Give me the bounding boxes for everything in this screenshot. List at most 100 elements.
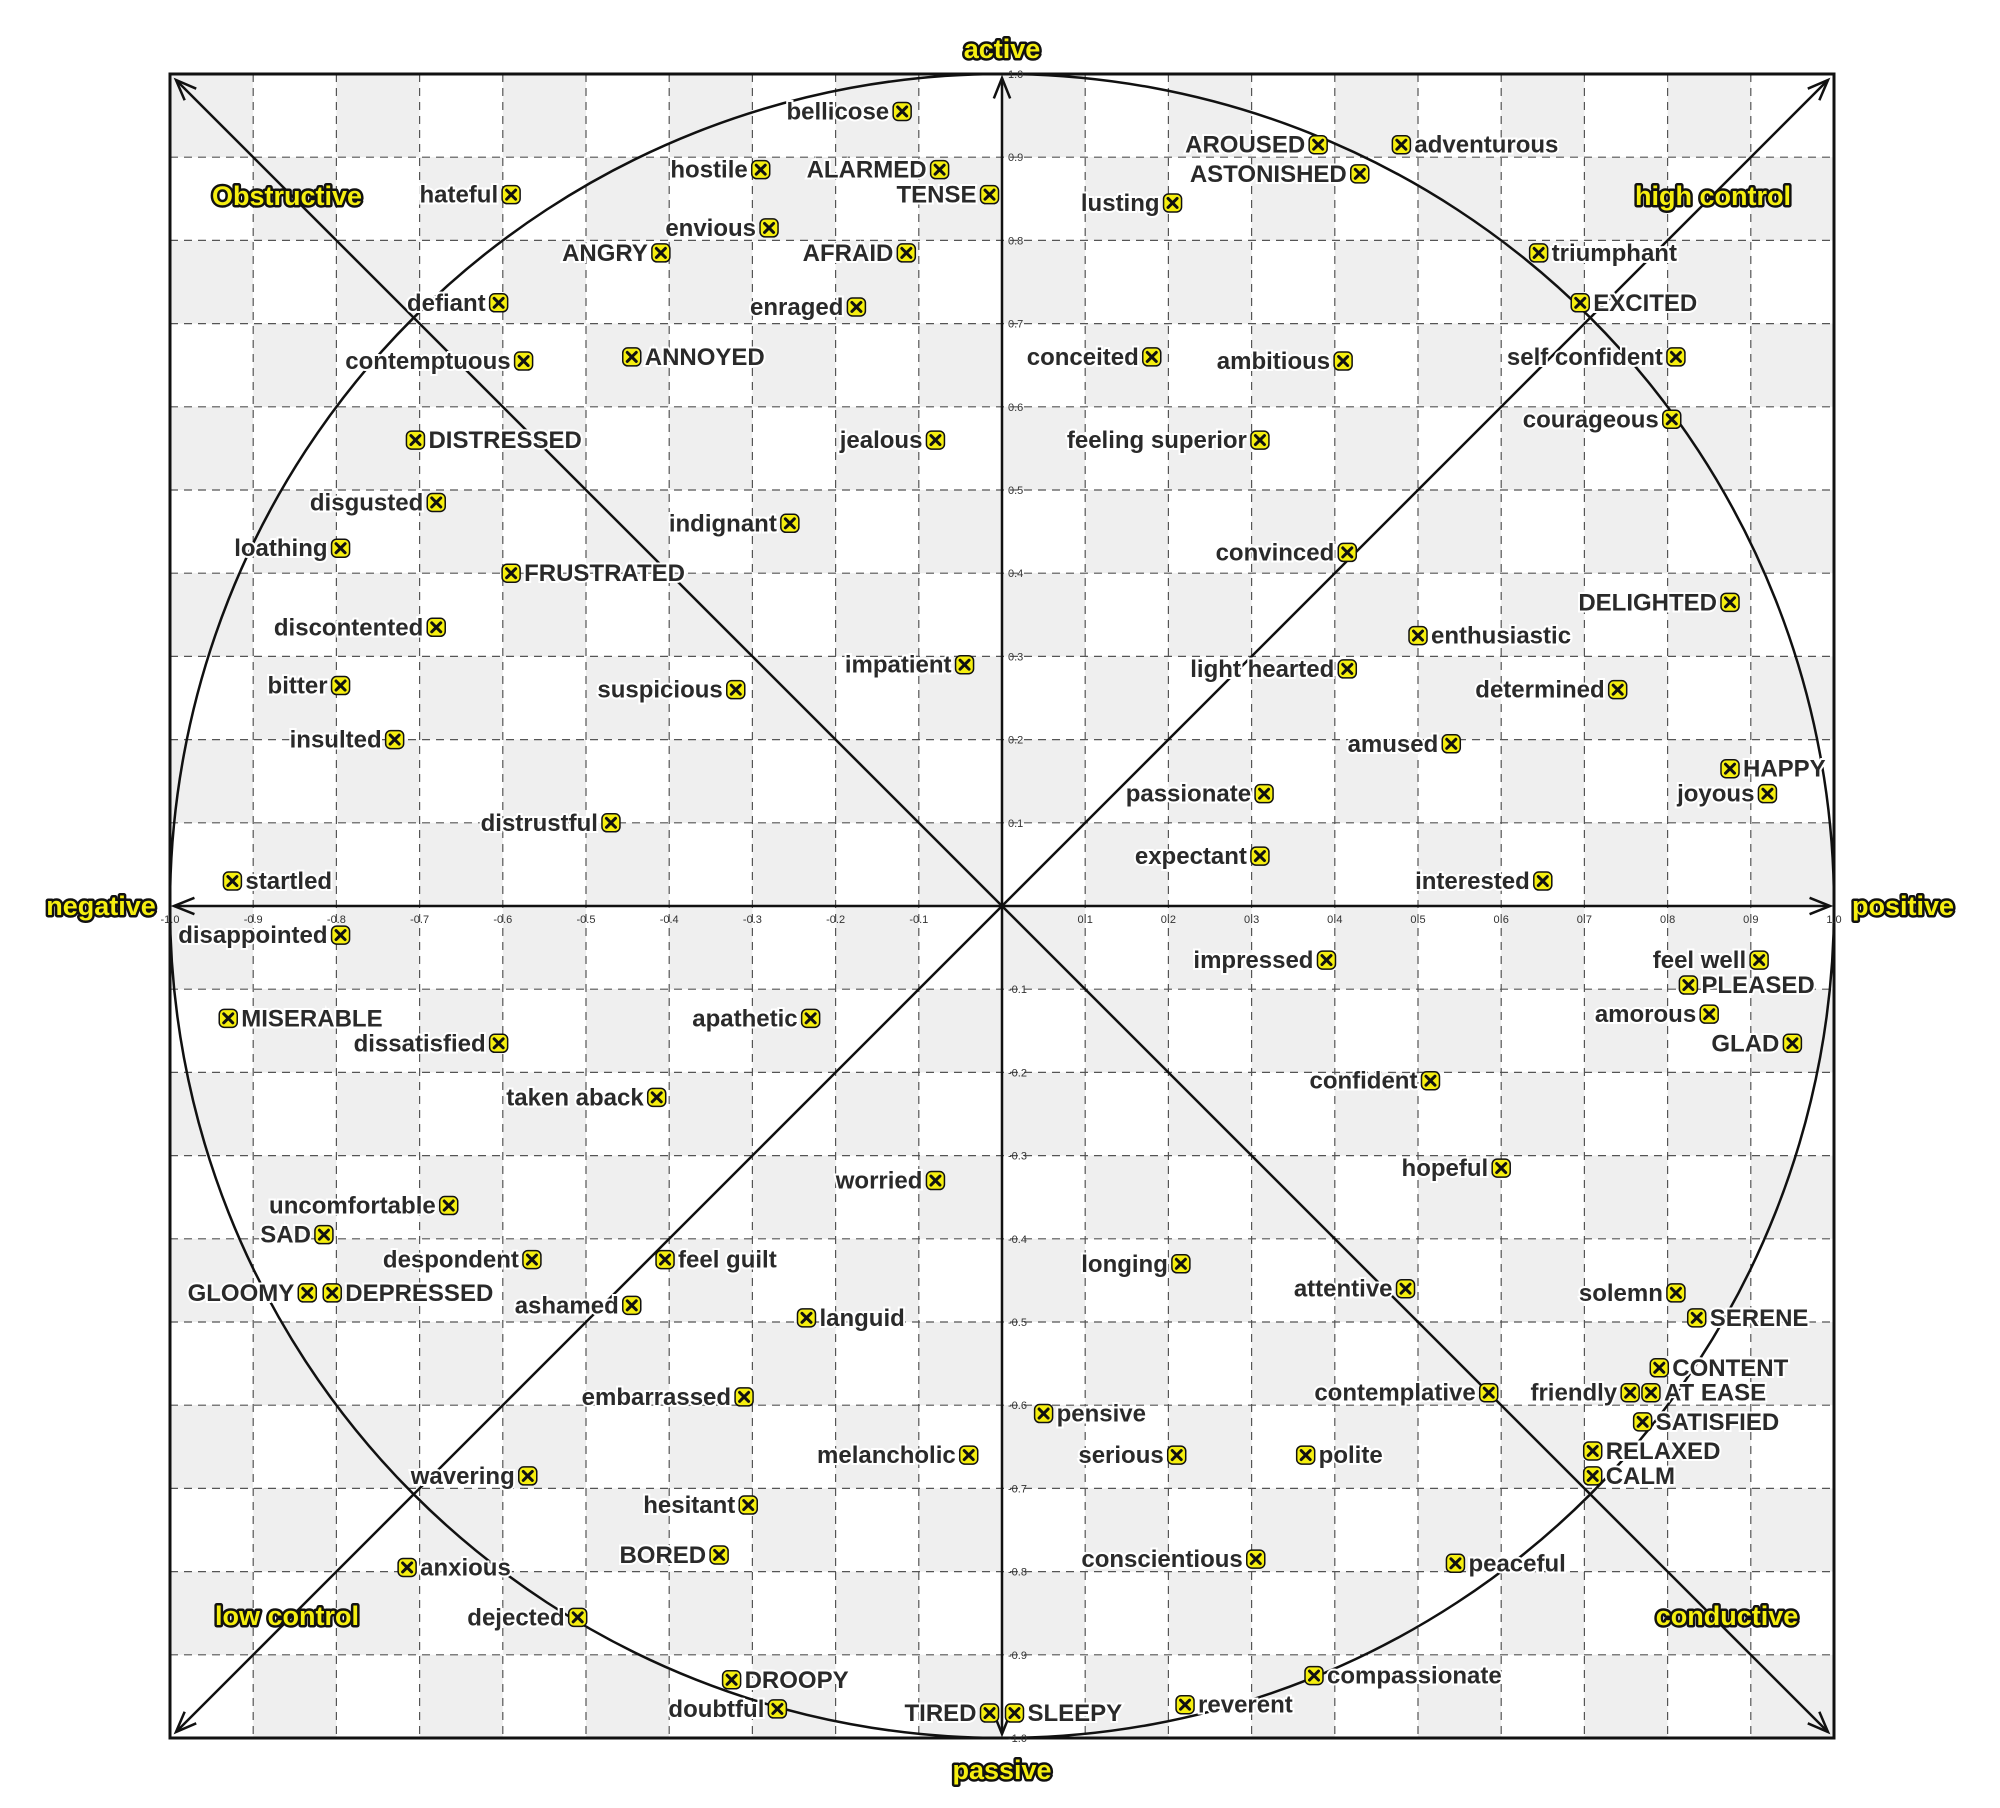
checker-cell xyxy=(253,1488,337,1572)
checker-cell xyxy=(1168,74,1252,158)
point-label: anxious xyxy=(420,1554,511,1581)
point-label: apathetic xyxy=(692,1005,797,1032)
point-x-mark xyxy=(1690,1311,1703,1324)
point-x-mark xyxy=(1574,296,1587,309)
diagonal-obstructive-arrowhead xyxy=(173,77,197,101)
checker-cell xyxy=(419,157,503,241)
point-x-mark xyxy=(1320,954,1333,967)
point-label: suspicious xyxy=(597,677,722,704)
emotion-point: DROOPY xyxy=(721,1665,851,1696)
axis-label-high-control: high control xyxy=(1635,181,1791,211)
point-x-mark xyxy=(301,1286,314,1299)
y-tick-label: 0.7 xyxy=(1008,319,1023,331)
point-label: impressed xyxy=(1193,947,1313,974)
checker-cell xyxy=(253,323,337,407)
checker-cell xyxy=(336,74,420,158)
checker-cell xyxy=(336,1571,420,1655)
checker-cell xyxy=(502,739,586,823)
checker-cell xyxy=(1418,822,1502,906)
point-label: enthusiastic xyxy=(1431,623,1571,650)
emotion-point: suspicious xyxy=(595,675,746,706)
point-x-mark xyxy=(517,355,530,368)
emotion-point: polite xyxy=(1295,1440,1385,1471)
point-label: feeling superior xyxy=(1067,427,1247,454)
checker-cell xyxy=(1501,74,1585,158)
checker-cell xyxy=(1002,406,1086,490)
axis-label-positive: positive xyxy=(1852,891,1954,921)
y-tick-label: 0.3 xyxy=(1008,651,1023,663)
checker-cell xyxy=(336,1405,420,1489)
point-label: solemn xyxy=(1579,1280,1663,1307)
checker-cell xyxy=(1750,656,1834,740)
checker-cell xyxy=(918,323,1002,407)
emotion-point: ashamed xyxy=(513,1290,642,1321)
point-x-mark xyxy=(521,1469,534,1482)
point-x-mark xyxy=(505,188,518,201)
emotion-point: peaceful xyxy=(1445,1548,1568,1579)
emotion-point: loathing xyxy=(232,533,351,564)
emotion-point: determined xyxy=(1473,675,1628,706)
checker-cell xyxy=(1584,1654,1668,1738)
point-label: discontented xyxy=(274,614,423,641)
y-tick-label: 0.2 xyxy=(1008,735,1023,747)
point-label: CALM xyxy=(1606,1463,1675,1490)
point-x-mark xyxy=(388,733,401,746)
checker-cell xyxy=(1168,739,1252,823)
point-x-mark xyxy=(401,1561,414,1574)
point-label: peaceful xyxy=(1468,1550,1565,1577)
point-label: dissatisfied xyxy=(354,1030,486,1057)
checker-cell xyxy=(1418,323,1502,407)
emotion-point: GLOOMY xyxy=(186,1278,318,1309)
checker-cell xyxy=(419,656,503,740)
point-label: envious xyxy=(665,215,756,242)
checker-cell xyxy=(1667,1405,1751,1489)
point-label: AROUSED xyxy=(1185,132,1305,159)
emotion-point: GLAD xyxy=(1709,1028,1803,1059)
point-x-mark xyxy=(1753,954,1766,967)
point-x-mark xyxy=(1258,787,1271,800)
point-label: convinced xyxy=(1216,539,1335,566)
checker-cell xyxy=(502,1238,586,1322)
point-label: disappointed xyxy=(178,922,327,949)
axis-labels: active passive negative positive Obstruc… xyxy=(44,32,1957,1788)
checker-cell xyxy=(170,906,254,990)
point-label: triumphant xyxy=(1552,240,1677,267)
axis-label-conductive: conductive xyxy=(1656,1601,1799,1631)
y-tick-label: 0.4 xyxy=(1008,568,1023,580)
emotion-point: AROUSED xyxy=(1183,130,1328,161)
y-tick-label: 0.9 xyxy=(1008,152,1023,164)
checker-cell xyxy=(1334,240,1418,324)
y-tick-label: -0.7 xyxy=(1008,1483,1027,1495)
point-x-mark xyxy=(334,679,347,692)
y-tick-label: 0.5 xyxy=(1008,485,1023,497)
x-tick-label: -0.8 xyxy=(327,914,346,926)
checker-cell xyxy=(586,157,670,241)
checker-cell xyxy=(1168,1571,1252,1655)
point-label: indignant xyxy=(669,510,777,537)
point-label: ANNOYED xyxy=(645,344,765,371)
emotion-point: interested xyxy=(1413,866,1553,897)
emotion-point: dissatisfied xyxy=(352,1028,509,1059)
x-tick-label: 0.9 xyxy=(1743,914,1758,926)
point-x-mark xyxy=(1703,1008,1716,1021)
point-x-mark xyxy=(1445,737,1458,750)
point-x-mark xyxy=(929,1174,942,1187)
point-x-mark xyxy=(1253,434,1266,447)
point-label: ambitious xyxy=(1217,348,1330,375)
checker-cell xyxy=(336,1238,420,1322)
checker-cell xyxy=(253,490,337,574)
checker-cell xyxy=(1418,1654,1502,1738)
emotion-point: feeling superior xyxy=(1065,425,1270,456)
checker-cell xyxy=(918,989,1002,1073)
point-label: contemptuous xyxy=(345,348,510,375)
checker-cell xyxy=(1251,1322,1335,1406)
point-x-mark xyxy=(1724,596,1736,609)
point-x-mark xyxy=(1611,683,1624,696)
point-label: impatient xyxy=(845,652,952,679)
point-label: EXCITED xyxy=(1593,290,1697,317)
emotion-point: disgusted xyxy=(308,487,446,518)
x-tick-label: 1.0 xyxy=(1826,914,1841,926)
point-x-mark xyxy=(713,1548,726,1561)
point-x-mark xyxy=(729,683,742,696)
emotion-point: uncomfortable xyxy=(267,1191,459,1222)
